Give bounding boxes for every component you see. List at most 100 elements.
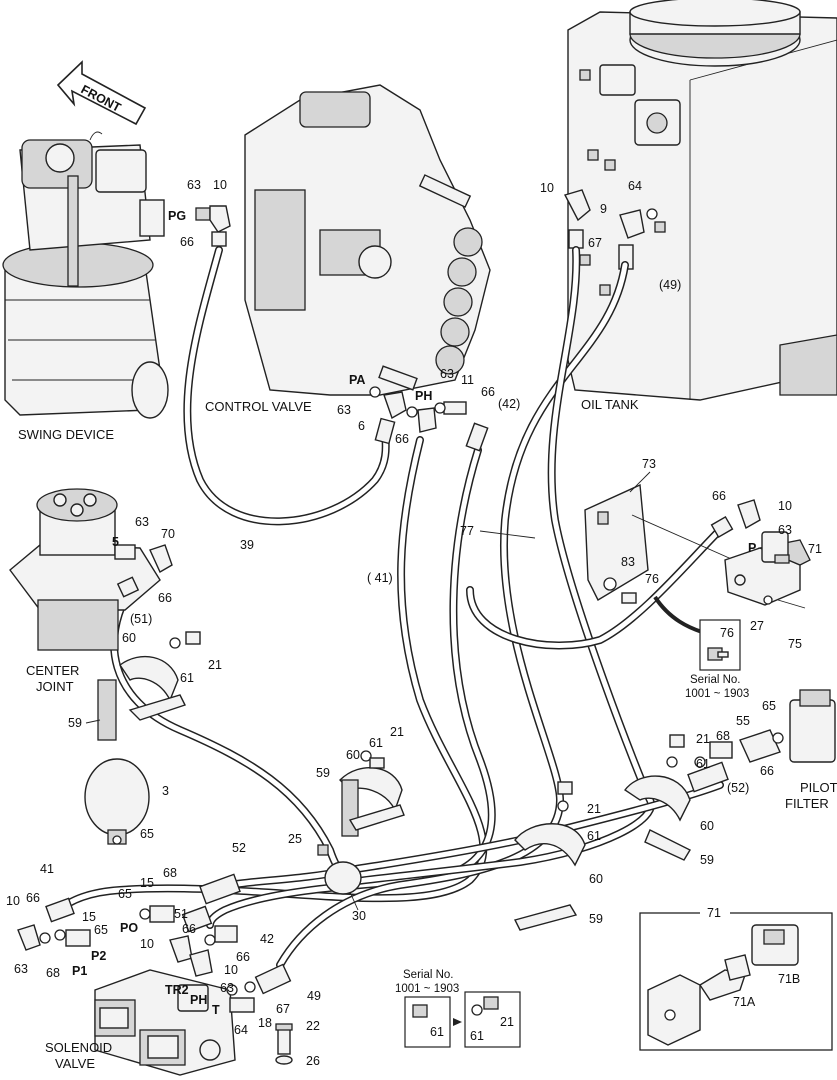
label-66: 66 bbox=[236, 950, 250, 964]
serial-bottom-line1: Serial No. bbox=[403, 969, 454, 981]
label-73: 73 bbox=[642, 457, 656, 471]
hose-to-pressure-switch bbox=[466, 526, 724, 650]
label-60: 60 bbox=[346, 748, 360, 762]
label-66: 66 bbox=[180, 235, 194, 249]
label-77: 77 bbox=[460, 524, 474, 538]
bracket-73 bbox=[584, 483, 746, 604]
label-68: 68 bbox=[46, 966, 60, 980]
label-66: 66 bbox=[182, 922, 196, 936]
label-68: 68 bbox=[163, 866, 177, 880]
label-11: 11 bbox=[461, 373, 474, 387]
label-10: 10 bbox=[140, 937, 154, 951]
center-joint-caption-line2: JOINT bbox=[36, 679, 74, 694]
hose-49 bbox=[276, 261, 629, 969]
hose-52 bbox=[226, 781, 724, 889]
label-55: 55 bbox=[736, 714, 750, 728]
solenoid-fittings bbox=[17, 873, 293, 1065]
oil-tank bbox=[567, 0, 837, 401]
label-63: 63 bbox=[778, 523, 792, 537]
label-63: 63 bbox=[440, 367, 454, 381]
port-p: P bbox=[748, 541, 756, 555]
port-p1: P1 bbox=[72, 964, 87, 978]
center-joint-caption-line1: CENTER bbox=[26, 663, 79, 678]
label-71: 71 bbox=[808, 542, 822, 556]
hose-39 bbox=[183, 246, 390, 526]
label-66: 66 bbox=[712, 489, 726, 503]
oil-tank-caption: OIL TANK bbox=[581, 397, 639, 412]
clamp-set-right bbox=[513, 734, 691, 931]
serial-right-line1: Serial No. bbox=[690, 674, 741, 686]
control-valve bbox=[244, 84, 491, 396]
serial-bottom-line2: 1001 ~ 1903 bbox=[395, 983, 459, 995]
label-10: 10 bbox=[540, 181, 554, 195]
label-63: 63 bbox=[220, 981, 234, 995]
label-21: 21 bbox=[500, 1015, 514, 1029]
label-66: 66 bbox=[760, 764, 774, 778]
label-59: 59 bbox=[68, 716, 82, 730]
label-52: (52) bbox=[727, 781, 749, 795]
label-59: 59 bbox=[700, 853, 714, 867]
label-18: 18 bbox=[258, 1016, 272, 1030]
port-pa: PA bbox=[349, 373, 365, 387]
control-valve-caption: CONTROL VALVE bbox=[205, 399, 312, 414]
clamp-set-middle bbox=[339, 750, 405, 837]
solenoid-valve bbox=[94, 969, 236, 1076]
label-64: 64 bbox=[628, 179, 642, 193]
label-63: 63 bbox=[14, 962, 28, 976]
label-21: 21 bbox=[696, 732, 710, 746]
label-61: 61 bbox=[430, 1025, 444, 1039]
hose-51 bbox=[110, 586, 349, 879]
label-21: 21 bbox=[208, 658, 222, 672]
solenoid-valve-caption-line2: VALVE bbox=[55, 1056, 95, 1071]
pilot-filter bbox=[687, 689, 836, 793]
pilot-filter-caption-line2: FILTER bbox=[785, 796, 829, 811]
port-p2: P2 bbox=[91, 949, 106, 963]
label-30: 30 bbox=[352, 909, 366, 923]
label-66: 66 bbox=[26, 891, 40, 905]
label-10: 10 bbox=[778, 499, 792, 513]
label-65: 65 bbox=[94, 923, 108, 937]
front-arrow: FRONT bbox=[56, 60, 147, 126]
serial-box-76 bbox=[699, 619, 741, 671]
inset-label-71a: 71A bbox=[733, 995, 756, 1009]
label-21: 21 bbox=[390, 725, 404, 739]
label-76: 76 bbox=[645, 572, 659, 586]
label-61: 61 bbox=[696, 757, 710, 771]
label-61: 61 bbox=[470, 1029, 484, 1043]
port-t: T bbox=[212, 1003, 220, 1017]
clamp-set-left bbox=[97, 631, 201, 741]
label-10: 10 bbox=[224, 963, 238, 977]
label-60: 60 bbox=[700, 819, 714, 833]
port-pg: PG bbox=[168, 209, 186, 223]
pilot-filter-caption-line1: PILOT bbox=[800, 780, 837, 795]
label-63: 63 bbox=[337, 403, 351, 417]
label-15: 15 bbox=[140, 876, 154, 890]
label-51: (51) bbox=[130, 612, 152, 626]
label-61: 61 bbox=[587, 829, 601, 843]
label-21: 21 bbox=[587, 802, 601, 816]
label-65: 65 bbox=[118, 887, 132, 901]
port-5: 5 bbox=[112, 535, 119, 549]
label-63: 63 bbox=[135, 515, 149, 529]
inset-label-71: 71 bbox=[707, 906, 721, 920]
label-76: 76 bbox=[720, 626, 734, 640]
pg-elbow-fitting bbox=[195, 205, 231, 247]
label-60: 60 bbox=[589, 872, 603, 886]
label-10: 10 bbox=[6, 894, 20, 908]
solenoid-valve-caption-line1: SOLENOID bbox=[45, 1040, 112, 1055]
label-83: 83 bbox=[621, 555, 635, 569]
label-41: 41 bbox=[40, 862, 54, 876]
label-66: 66 bbox=[481, 385, 495, 399]
accumulator-3 bbox=[84, 758, 150, 845]
label-75: 75 bbox=[788, 637, 802, 651]
label-65: 65 bbox=[762, 699, 776, 713]
serial-right-line2: 1001 ~ 1903 bbox=[685, 688, 749, 700]
label-61: 61 bbox=[369, 736, 383, 750]
label-66: 66 bbox=[158, 591, 172, 605]
label-3: 3 bbox=[162, 784, 169, 798]
inset-label-71b: 71B bbox=[778, 972, 800, 986]
label-22: 22 bbox=[306, 1019, 320, 1033]
tie-30 bbox=[317, 844, 362, 895]
label-25: 25 bbox=[288, 832, 302, 846]
